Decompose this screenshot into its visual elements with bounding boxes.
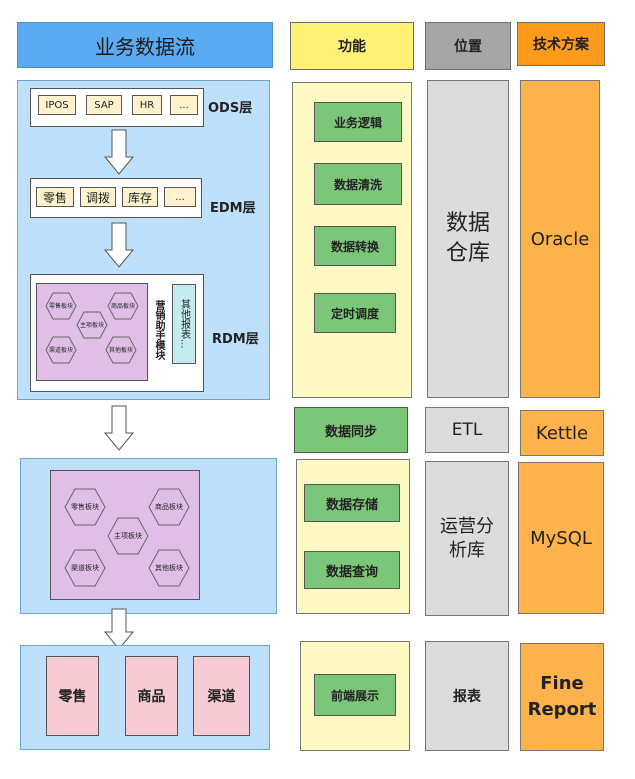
function-data-storage: 数据存储 — [304, 484, 400, 522]
ods-chip-sap: SAP — [86, 95, 122, 115]
function-scheduling: 定时调度 — [314, 293, 396, 333]
rdm-label: RDM层 — [212, 332, 259, 347]
rdm-module-label: 营销助手模块 — [153, 300, 164, 360]
function-data-cleaning: 数据清洗 — [314, 163, 402, 205]
edm-chip-more: ... — [164, 187, 196, 207]
edm-chip-transfer: 调拨 — [80, 187, 116, 207]
edm-chip-retail: 零售 — [36, 187, 74, 207]
function-header: 功能 — [290, 22, 414, 70]
frontend-item-retail: 零售 — [46, 656, 99, 736]
frontend-item-product: 商品 — [125, 656, 178, 736]
function-data-query: 数据查询 — [304, 551, 400, 589]
function-data-sync: 数据同步 — [294, 407, 408, 453]
rdm-other-reports: 其他报表... — [172, 284, 196, 364]
analysis-hex-label: 商品板块 — [155, 503, 183, 511]
hexagon-icon — [64, 549, 106, 587]
location-analysis-db: 运营分析库 — [425, 461, 509, 616]
ods-chip-ipos: IPOS — [38, 95, 76, 115]
hexagon-icon — [148, 488, 190, 526]
hexagon-icon — [107, 292, 139, 320]
arrow-down-icon — [104, 222, 134, 268]
function-data-conversion: 数据转换 — [314, 226, 396, 266]
tech-header: 技术方案 — [517, 22, 605, 66]
rdm-hex-label: 其他板块 — [108, 346, 133, 354]
ods-label: ODS层 — [208, 101, 253, 116]
location-header: 位置 — [425, 22, 511, 70]
location-report: 报表 — [425, 641, 509, 751]
tech-kettle: Kettle — [520, 410, 604, 456]
hexagon-icon — [45, 336, 77, 364]
arrow-down-icon — [104, 405, 134, 451]
tech-fine-report: Fine Report — [520, 643, 604, 751]
function-frontend-display: 前端展示 — [314, 674, 396, 716]
rdm-hex-label: 渠道板块 — [48, 346, 73, 354]
analysis-hex-label: 主项板块 — [114, 532, 142, 540]
arrow-down-icon — [104, 129, 134, 175]
hexagon-icon — [64, 488, 106, 526]
arrow-down-icon — [104, 608, 134, 650]
analysis-hex-label: 渠道板块 — [71, 564, 99, 572]
hexagon-icon — [76, 311, 108, 339]
rdm-hex-label: 商品板块 — [110, 302, 135, 310]
edm-label: EDM层 — [210, 201, 256, 216]
function-business-logic: 业务逻辑 — [314, 102, 402, 142]
hexagon-icon — [107, 517, 149, 555]
ods-chip-more: ... — [170, 95, 198, 115]
function-analysis-column — [296, 459, 410, 614]
location-etl: ETL — [425, 407, 509, 453]
edm-chip-inventory: 库存 — [122, 187, 158, 207]
location-warehouse: 数据仓库 — [427, 80, 509, 398]
hexagon-icon — [105, 336, 137, 364]
tech-oracle: Oracle — [520, 80, 600, 398]
ods-chip-hr: HR — [132, 95, 162, 115]
hexagon-icon — [148, 549, 190, 587]
analysis-hex-label: 零售板块 — [71, 503, 99, 511]
rdm-hex-label: 零售板块 — [48, 302, 73, 310]
frontend-item-channel: 渠道 — [193, 656, 250, 736]
flow-title: 业务数据流 — [17, 22, 273, 68]
tech-mysql: MySQL — [518, 462, 604, 614]
hexagon-icon — [45, 292, 77, 320]
rdm-hex-label: 主项板块 — [79, 321, 104, 329]
analysis-hex-label: 其他板块 — [155, 564, 183, 572]
